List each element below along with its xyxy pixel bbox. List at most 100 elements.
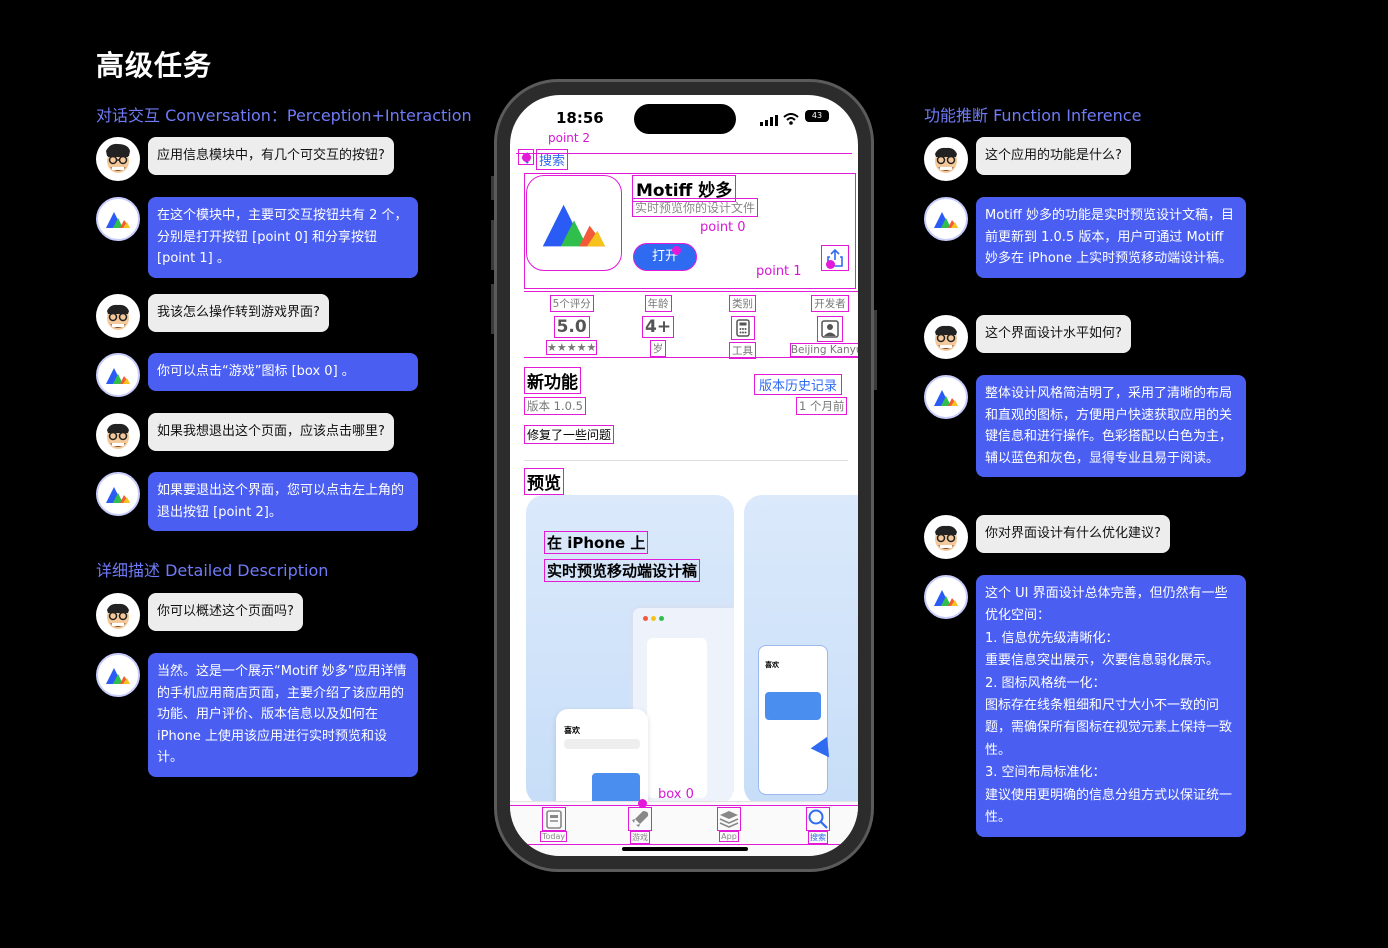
nav-bar-box [516,153,852,165]
user-avatar [96,137,140,181]
phone-volume-down [491,284,495,334]
tab-bar-box [510,805,858,845]
phone-power-button [873,310,877,390]
point-2-marker [522,153,531,162]
user-message: 如果我想退出这个页面，应该点击哪里? [96,413,394,457]
whats-new-title: 新功能 [524,367,581,394]
section-title-description: 详细描述 Detailed Description [96,561,329,580]
stat-ratings: 5个评分 5.0 ★★★★★ [546,295,598,355]
tab-games-label: 游戏 [630,831,650,844]
user-avatar [96,593,140,637]
calculator-icon [730,316,755,340]
divider [524,460,848,461]
app-subtitle: 实时预览你的设计文件 [632,198,759,217]
category-value: 工具 [729,342,756,359]
user-bubble: 如果我想退出这个页面，应该点击哪里? [148,413,394,451]
motiff-logo-icon [924,575,968,619]
stats-box [524,291,858,358]
mock-card [592,773,640,805]
point-1-label: point 1 [756,264,802,279]
ai-message: 你可以点击“游戏”图标 [box 0] 。 [96,353,418,397]
tab-bar [510,801,858,856]
user-avatar [924,515,968,559]
user-bubble: 应用信息模块中，有几个可交互的按钮? [148,137,394,175]
person-icon [817,316,843,342]
share-icon[interactable] [821,245,849,271]
ai-bubble: 你可以点击“游戏”图标 [box 0] 。 [148,353,418,391]
preview-title: 预览 [524,468,564,495]
home-indicator [622,847,748,851]
user-message: 应用信息模块中，有几个可交互的按钮? [96,137,394,181]
tab-search[interactable]: 搜索 [806,807,830,844]
app-store-screen: 18:56 43 point 2 搜索 Motiff 妙多 实时预览你的设计文件… [510,95,858,856]
ai-message: 在这个模块中，主要可交互按钮共有 2 个，分别是打开按钮 [point 0] 和… [96,197,418,278]
motiff-logo-icon [96,653,140,697]
preview-screenshot-1[interactable]: 在 iPhone 上 实时预览移动端设计稿 喜欢 [526,495,734,805]
promo-line-2: 实时预览移动端设计稿 [544,559,701,582]
signal-icon [760,111,778,130]
battery-icon: 43 [805,110,829,122]
phone-frame: 18:56 43 point 2 搜索 Motiff 妙多 实时预览你的设计文件… [494,79,874,872]
mock-phone-2: 喜欢 [758,645,828,795]
user-avatar [96,413,140,457]
ai-bubble: 整体设计风格简洁明了，采用了清晰的布局和直观的图标，方便用户快速获取应用的关键信… [976,375,1246,477]
user-bubble: 你可以概述这个页面吗? [148,593,303,631]
user-message: 这个界面设计水平如何? [924,315,1131,359]
version-history-link[interactable]: 版本历史记录 [754,374,843,395]
ai-bubble: 这个 UI 界面设计总体完善，但仍然有一些优化空间： 1. 信息优先级清晰化： … [976,575,1246,838]
ratings-count: 5个评分 [549,295,594,312]
tab-today[interactable]: Today [540,807,568,842]
app-name: Motiff 妙多 [632,175,737,202]
motiff-logo-icon [96,197,140,241]
apps-stack-icon [717,807,741,831]
ai-message: 这个 UI 界面设计总体完善，但仍然有一些优化空间： 1. 信息优先级清晰化： … [924,575,1246,838]
stat-developer: 开发者 Beijing Kanyun [789,295,858,357]
section-title-conversation: 对话交互 Conversation：Perception+Interaction [96,106,472,125]
user-message: 你可以概述这个页面吗? [96,593,303,637]
mock-search [564,739,640,749]
back-search-link[interactable]: 搜索 [536,149,569,170]
phone-volume-up [491,220,495,270]
tab-apps-label: App [719,831,739,842]
box-0-label: box 0 [658,787,694,802]
rating-value: 5.0 [553,316,590,338]
tab-apps[interactable]: App [717,807,741,842]
ai-bubble: Motiff 妙多的功能是实时预览设计文稿，目前更新到 1.0.5 版本，用户可… [976,197,1246,278]
promo-line-1: 在 iPhone 上 [544,531,649,554]
open-button[interactable]: 打开 [633,243,697,271]
age-value: 4+ [642,316,675,338]
point-0-label: point 0 [700,220,746,235]
dynamic-island [634,104,736,134]
user-bubble: 我该怎么操作转到游戏界面? [148,294,329,332]
ai-message: 如果要退出这个界面，您可以点击左上角的退出按钮 [point 2]。 [96,472,418,531]
user-message: 你对界面设计有什么优化建议? [924,515,1170,559]
user-avatar [96,294,140,338]
tab-games[interactable]: 游戏 [628,807,652,844]
box-0-marker [638,799,647,808]
user-bubble: 这个应用的功能是什么? [976,137,1131,175]
age-unit: 岁 [649,340,667,357]
status-time: 18:56 [556,109,604,127]
ai-bubble: 如果要退出这个界面，您可以点击左上角的退出按钮 [point 2]。 [148,472,418,531]
ai-bubble: 在这个模块中，主要可交互按钮共有 2 个，分别是打开按钮 [point 0] 和… [148,197,418,278]
point-2-label: point 2 [548,131,591,145]
tab-search-label: 搜索 [808,831,828,844]
motiff-logo-icon [96,472,140,516]
mock-phone: 喜欢 [556,709,648,805]
mock-phone-screen [647,638,707,798]
phone-action-button [491,176,495,200]
point-0-marker [672,246,681,255]
ai-bubble: 当然。这是一个展示“Motiff 妙多”应用详情的手机应用商店页面，主要介绍了该… [148,653,418,777]
rocket-icon [628,807,652,831]
preview-screenshot-2[interactable]: 喜欢 [744,495,858,805]
motiff-logo-icon [924,375,968,419]
stat-category: 类别 工具 [729,295,756,359]
app-info-box [524,173,856,289]
search-icon [806,807,830,831]
tab-today-label: Today [540,831,568,842]
ai-message: 整体设计风格简洁明了，采用了清晰的布局和直观的图标，方便用户快速获取应用的关键信… [924,375,1246,477]
mock-card-2 [765,692,821,720]
stat-age: 年龄 4+ 岁 [642,295,675,357]
point-1-marker [826,260,835,269]
developer-label: 开发者 [811,295,849,312]
